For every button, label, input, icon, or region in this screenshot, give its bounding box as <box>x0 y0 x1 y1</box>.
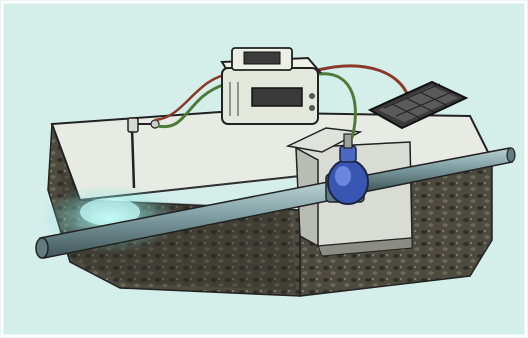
control-unit-icon <box>222 48 320 124</box>
pipe-right-end-icon <box>507 148 515 162</box>
pipe-left-end-icon <box>36 238 48 258</box>
